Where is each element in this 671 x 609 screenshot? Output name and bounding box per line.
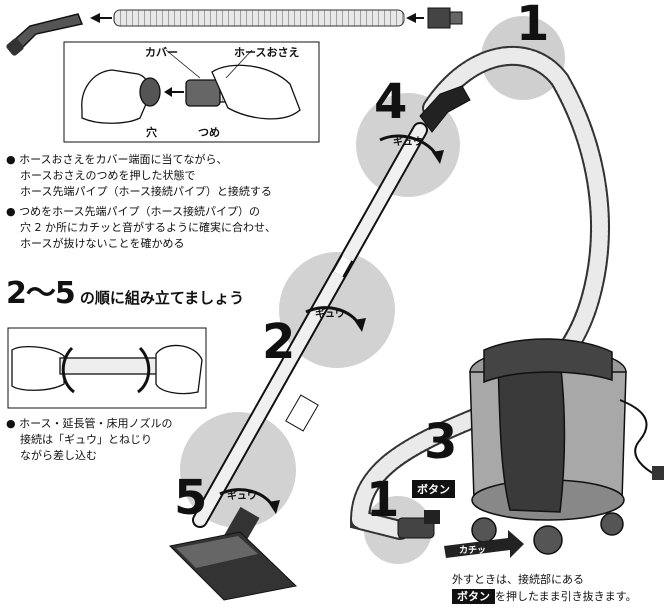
step-number-1-top: 1 [516, 0, 549, 48]
step-number-4: 4 [374, 78, 407, 126]
gyuu-label-4: ギュウ [388, 132, 428, 149]
arrow-left-icon [90, 13, 112, 23]
heading-number: 2〜5 [6, 276, 75, 311]
claw-label: つめ [198, 124, 220, 140]
removal-button-word: ボタン [452, 589, 495, 604]
gyuu-label-5: ギュウ [222, 486, 262, 503]
cover-label: カバー [145, 44, 178, 60]
removal-note-rest: を押したまま引き抜きます。 [495, 590, 637, 603]
step-number-5: 5 [174, 474, 207, 522]
step-number-3: 3 [424, 418, 457, 466]
arrow-left-icon [406, 13, 424, 23]
hose-straight-top [114, 10, 404, 26]
removal-note-line-1: 外すときは、接続部にある [452, 572, 584, 587]
step-number-1-bottom: 1 [366, 476, 399, 524]
hose-holder-label: ホースおさえ [234, 44, 299, 60]
removal-note-line-2: ボタンを押したまま引き抜きます。 [452, 589, 637, 604]
power-cord [620, 400, 658, 476]
assembly-heading: 2〜5 の順に組み立てましょう [6, 268, 244, 312]
twist-note-line-1: ● ホース・延長管・床用ノズルの [6, 416, 173, 431]
gyuu-label-2: ギュウ [310, 304, 350, 321]
power-plug [652, 466, 664, 480]
instruction-line-4: ● つめをホース先端パイプ（ホース接続パイプ）の [6, 204, 260, 219]
instruction-line-3: ホース先端パイプ（ホース接続パイプ）と接続する [20, 184, 272, 199]
step-number-2: 2 [262, 318, 295, 366]
instruction-line-2: ホースおさえのつめを押した状態で [20, 168, 195, 183]
hole-label: 穴 [146, 124, 157, 140]
twist-note-line-2: 接続は「ギュウ」とねじり [20, 432, 152, 447]
kachi-label: カチッ [454, 542, 491, 557]
instruction-line-1: ● ホースおさえをカバー端面に当てながら、 [6, 152, 228, 167]
vacuum-body [470, 339, 626, 554]
hose-connector-top [428, 8, 462, 28]
instruction-line-5: 穴 2 か所にカチッと音がするように確実に合わせ、 [20, 220, 276, 235]
heading-text: の順に組み立てましょう [80, 289, 244, 307]
instruction-line-6: ホースが抜けないことを確かめる [20, 236, 184, 251]
button-tag: ボタン [412, 480, 455, 498]
twist-note-line-3: ながら差し込む [20, 448, 97, 463]
